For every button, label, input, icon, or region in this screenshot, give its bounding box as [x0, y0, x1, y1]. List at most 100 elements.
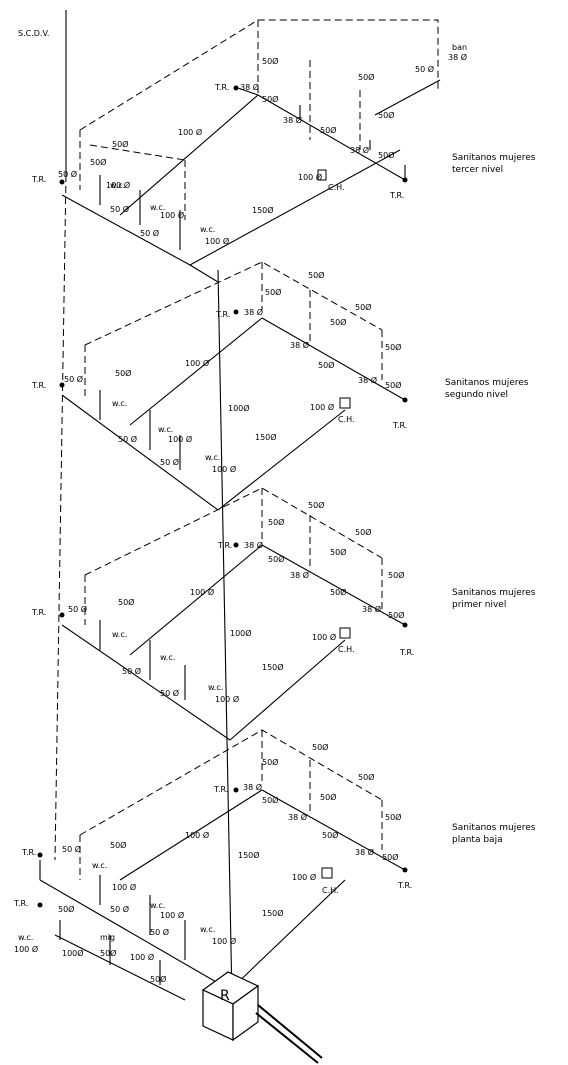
d38-label-3: 38 Ø: [350, 145, 369, 155]
d38-label: 38 Ø: [243, 782, 262, 792]
d50-label-8: 50Ø: [330, 547, 346, 557]
riser-100-label: 100Ø: [230, 628, 252, 638]
d50-label-4: 50 Ø: [160, 457, 179, 467]
d50-label-4: 50 Ø: [160, 688, 179, 698]
d50-label-10: 50Ø: [385, 342, 401, 352]
wc-label: w.c.: [110, 181, 125, 190]
d50-label-9: 50Ø: [322, 830, 338, 840]
d38-label-2: 38 Ø: [290, 570, 309, 580]
level-title-2: planta baja: [452, 835, 503, 845]
d50-label-4: 50 Ø: [140, 228, 159, 238]
ground-d50-label-2: 50Ø: [100, 948, 116, 958]
register-box: R: [201, 971, 323, 1064]
d50-label-8: 50Ø: [320, 125, 336, 135]
level-primer-nivel: T.R. 50 Ø 50Ø w.c. 50 Ø w.c. 50 Ø w.c. 1…: [31, 487, 536, 741]
d100-label-2: 100 Ø: [160, 210, 184, 220]
d38-label: 38 Ø: [240, 82, 259, 92]
d50-label-2: 50Ø: [115, 368, 131, 378]
d38-label: 38 Ø: [244, 540, 263, 550]
wc-label-3: w.c.: [200, 925, 215, 934]
tr-top-label: T.R.: [217, 541, 232, 550]
ground-extra-branch: T.R. 50Ø w.c. 100 Ø 100Ø 50Ø mig 100 Ø 5…: [13, 899, 166, 984]
tr-right-label: T.R.: [397, 881, 412, 890]
main-150-label: 150Ø: [262, 908, 284, 918]
d100-label-1: 100 Ø: [106, 180, 130, 190]
ground-mig-label: mig: [100, 933, 115, 942]
d50-label-3: 50 Ø: [118, 434, 137, 444]
d100-label-2: 100 Ø: [168, 434, 192, 444]
level-planta-baja: T.R. 50 Ø 50Ø w.c. 100 Ø 50 Ø w.c. 100 Ø…: [21, 729, 536, 1001]
main-150-label: 150Ø: [252, 205, 274, 215]
ch-100-label: 100 Ø: [312, 632, 336, 642]
d50-label-6: 50Ø: [308, 270, 324, 280]
level-title-1: Sanitanos mujeres: [452, 153, 536, 163]
d50-label-10: 50Ø: [355, 527, 371, 537]
ground-d50-label: 50Ø: [58, 904, 74, 914]
main-150-label: 150Ø: [255, 432, 277, 442]
d50-label-12: 50Ø: [388, 610, 404, 620]
main-150-label: 150Ø: [262, 662, 284, 672]
ban-dia-label: 38 Ø: [448, 52, 467, 62]
main-100-label: 100 Ø: [185, 830, 209, 840]
wc-label-2: w.c.: [150, 203, 165, 212]
d38-label-3: 38 Ø: [362, 604, 381, 614]
ground-d100a-label: 100Ø: [62, 948, 84, 958]
level-tercer-nivel: T.R. 50 Ø 50Ø w.c. 100 Ø 50 Ø w.c. 100 Ø…: [31, 19, 536, 283]
d50-label-6: 50Ø: [262, 795, 278, 805]
d100-label-3: 100 Ø: [215, 694, 239, 704]
tr-top-label: T.R.: [215, 310, 230, 319]
vent-stack-label: S.C.D.V.: [18, 29, 49, 38]
d50-label-8: 50Ø: [318, 360, 334, 370]
level-title-1: Sanitanos mujeres: [452, 823, 536, 833]
tr-left-label: T.R.: [31, 175, 46, 184]
d50-label-6: 50Ø: [268, 554, 284, 564]
d50-label-5: 50Ø: [265, 287, 281, 297]
main-drain-riser: [217, 269, 233, 1001]
ground-tr-label: T.R.: [13, 899, 28, 908]
d50-label-3: 50 Ø: [122, 666, 141, 676]
d50-label-6: 50Ø: [262, 56, 278, 66]
level-title-1: Sanitanos mujeres: [452, 588, 536, 598]
d38-label-3: 38 Ø: [358, 375, 377, 385]
d50-label-11: 50Ø: [385, 812, 401, 822]
main-100-label: 100 Ø: [185, 358, 209, 368]
d50-label-2: 50Ø: [90, 157, 106, 167]
d100-label-3: 100 Ø: [212, 464, 236, 474]
riser-150-label: 150Ø: [238, 850, 260, 860]
wc-label-2: w.c.: [158, 425, 173, 434]
d50-label-10: 50Ø: [358, 772, 374, 782]
d50-label-12: 50 Ø: [415, 64, 434, 74]
wc-label: w.c.: [112, 399, 127, 408]
d50-label-11: 50Ø: [385, 380, 401, 390]
tr-top-label: T.R.: [214, 83, 229, 92]
wc-label-3: w.c.: [200, 225, 215, 234]
d100-label-3: 100 Ø: [205, 236, 229, 246]
d50-label-11: 50Ø: [378, 150, 394, 160]
d38-label-2: 38 Ø: [283, 115, 302, 125]
d50-label: 50 Ø: [64, 374, 83, 384]
ch-label: C.H.: [338, 415, 355, 424]
d50-label: 50 Ø: [58, 169, 77, 179]
d50-label: 50 Ø: [68, 604, 87, 614]
d100-label-1: 100 Ø: [112, 882, 136, 892]
d50-label-2: 50Ø: [110, 840, 126, 850]
d50-label: 50 Ø: [62, 844, 81, 854]
ground-d50c-label: 50Ø: [150, 974, 166, 984]
ch-label: C.H.: [328, 183, 345, 192]
d50-label-9: 50Ø: [355, 302, 371, 312]
d50-label-5: 50Ø: [112, 139, 128, 149]
d50-label-8: 50Ø: [320, 792, 336, 802]
d50-label-7: 50Ø: [312, 742, 328, 752]
ground-wc-label: w.c.: [18, 933, 33, 942]
ch-100-label: 100 Ø: [292, 872, 316, 882]
d50-label-4: 50 Ø: [150, 927, 169, 937]
main-100-label: 100 Ø: [190, 587, 214, 597]
ch-100-label: 100 Ø: [310, 402, 334, 412]
level-title-2: segundo nivel: [445, 390, 508, 400]
wc-label-2: w.c.: [160, 653, 175, 662]
d50-label-5: 50Ø: [268, 517, 284, 527]
tr-right-label: T.R.: [399, 648, 414, 657]
d50-label-2: 50Ø: [118, 597, 134, 607]
tr-right-label: T.R.: [389, 191, 404, 200]
